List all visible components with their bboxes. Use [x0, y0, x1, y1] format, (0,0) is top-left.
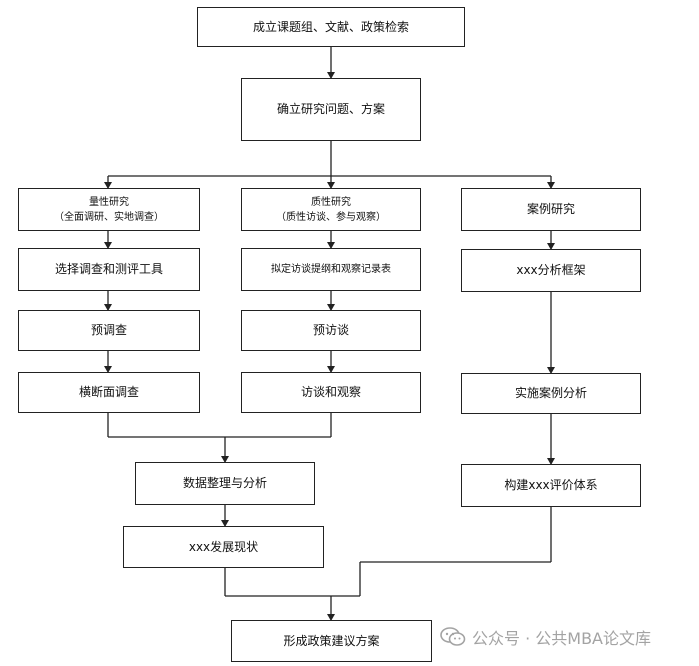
- node-interview-observation: 访谈和观察: [241, 372, 421, 413]
- wechat-icon: [440, 627, 466, 646]
- node-research-setup: 成立课题组、文献、政策检索: [197, 7, 465, 47]
- node-current-status: xxx发展现状: [123, 526, 324, 568]
- node-research-question: 确立研究问题、方案: [241, 78, 421, 141]
- node-quantitative-subtitle: （全面调研、实地调查）: [54, 211, 164, 223]
- node-qualitative-subtitle: （质性访谈、参与观察）: [276, 211, 386, 223]
- node-interview-outline: 拟定访谈提纲和观察记录表: [241, 248, 421, 291]
- node-policy-proposal-label: 形成政策建议方案: [283, 633, 380, 648]
- node-interview-outline-label: 拟定访谈提纲和观察记录表: [271, 264, 391, 275]
- node-qualitative-research: 质性研究 （质性访谈、参与观察）: [241, 188, 421, 231]
- node-case-analysis: 实施案例分析: [461, 373, 641, 414]
- node-case-analysis-label: 实施案例分析: [514, 386, 587, 400]
- node-data-analysis: 数据整理与分析: [135, 462, 315, 505]
- node-quantitative-research: 量性研究 （全面调研、实地调查）: [18, 188, 200, 231]
- node-select-tools-label: 选择调查和测评工具: [54, 262, 163, 276]
- node-analysis-framework: xxx分析框架: [461, 249, 641, 292]
- node-current-status-label: xxx发展现状: [188, 539, 259, 554]
- node-cross-sectional-survey-label: 横断面调查: [78, 385, 139, 399]
- node-evaluation-system-label: 构建xxx评价体系: [504, 478, 598, 492]
- node-research-setup-label: 成立课题组、文献、政策检索: [252, 19, 409, 34]
- node-research-question-label: 确立研究问题、方案: [276, 102, 385, 116]
- node-pre-survey-label: 预调查: [90, 323, 127, 337]
- node-data-analysis-label: 数据整理与分析: [182, 476, 267, 490]
- node-case-study-label: 案例研究: [526, 202, 575, 216]
- node-qualitative-title: 质性研究: [311, 196, 351, 208]
- watermark-text: 公众号 · 公共MBA论文库: [472, 629, 651, 648]
- node-select-tools: 选择调查和测评工具: [18, 248, 200, 291]
- node-case-study: 案例研究: [461, 188, 641, 231]
- node-pre-survey: 预调查: [18, 310, 200, 351]
- node-interview-observation-label: 访谈和观察: [300, 385, 361, 399]
- node-policy-proposal: 形成政策建议方案: [231, 620, 432, 662]
- node-quantitative-title: 量性研究: [89, 196, 129, 208]
- node-pre-interview: 预访谈: [241, 310, 421, 351]
- node-pre-interview-label: 预访谈: [312, 323, 349, 337]
- watermark: 公众号 · 公共MBA论文库: [440, 622, 651, 652]
- node-evaluation-system: 构建xxx评价体系: [461, 464, 641, 507]
- node-analysis-framework-label: xxx分析框架: [516, 263, 586, 277]
- node-cross-sectional-survey: 横断面调查: [18, 372, 200, 413]
